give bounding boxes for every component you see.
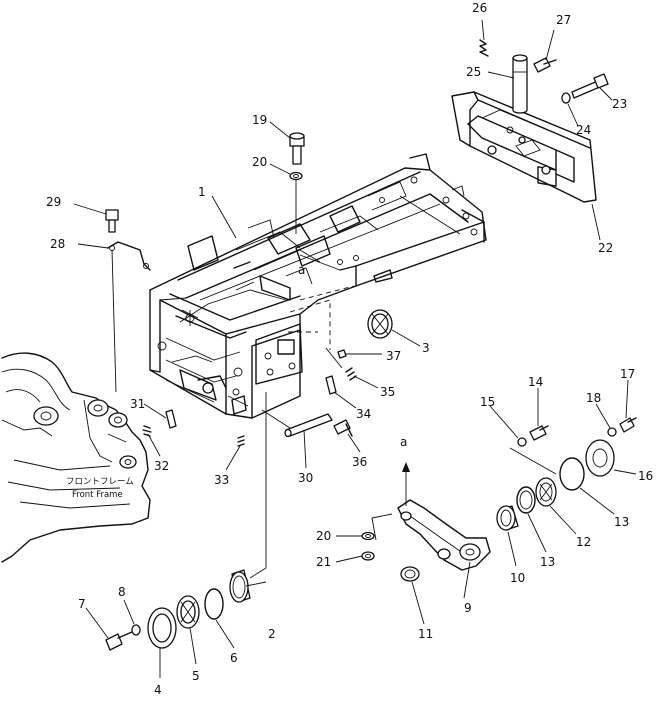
bushing-10 <box>496 505 519 531</box>
washer-20-top <box>289 171 303 181</box>
nut-21 <box>361 551 375 561</box>
callout-24: 24 <box>576 123 591 137</box>
front-frame-label-jp: フロントフレーム <box>66 477 134 487</box>
bolt-19 <box>289 132 305 165</box>
rear-frame <box>149 153 487 419</box>
washer-15 <box>517 437 527 447</box>
bearing-13-inner <box>516 486 536 514</box>
callout-8: 8 <box>118 585 126 599</box>
bolt-29 <box>105 209 119 233</box>
callout-6: 6 <box>230 651 238 665</box>
callout-32: 32 <box>154 459 169 473</box>
callout-27: 27 <box>556 13 571 27</box>
ring-6 <box>204 588 224 620</box>
callout-37: 37 <box>386 349 401 363</box>
callout-13-inner: 13 <box>540 555 555 569</box>
callout-2: 2 <box>268 627 276 641</box>
leader-pin-30-axis <box>261 409 291 429</box>
callout-25: 25 <box>466 65 481 79</box>
bolt-7 <box>105 631 133 651</box>
washer-20-bottom <box>361 531 375 541</box>
callout-13-outer: 13 <box>614 515 629 529</box>
link-9 <box>397 499 491 571</box>
bracket-28 <box>107 241 151 271</box>
leader-lines <box>73 19 637 678</box>
callout-17: 17 <box>620 367 635 381</box>
washer-8 <box>131 624 141 636</box>
leader-bushing-2-axis <box>249 567 267 579</box>
bushing-2 <box>229 569 251 603</box>
pin-34 <box>325 375 337 395</box>
callout-14: 14 <box>528 375 543 389</box>
callout-18: 18 <box>586 391 601 405</box>
spring-26 <box>479 39 489 57</box>
bearing-5 <box>176 595 200 629</box>
callout-19: 19 <box>252 113 267 127</box>
callout-34: 34 <box>356 407 371 421</box>
callout-11: 11 <box>418 627 433 641</box>
callout-20-bottom: 20 <box>316 529 331 543</box>
front-frame <box>1 352 151 563</box>
callout-7: 7 <box>78 597 86 611</box>
front-frame-label-en: Front Frame <box>72 490 123 500</box>
callout-15: 15 <box>480 395 495 409</box>
leader-pin-34-axis <box>325 347 343 369</box>
leader-link-9-pin <box>371 513 393 519</box>
reference-mark-arrow: a <box>400 435 407 449</box>
washer-24 <box>561 92 571 104</box>
spring-37 <box>337 349 347 359</box>
callout-10: 10 <box>510 571 525 585</box>
plate-16 <box>585 439 615 477</box>
ring-13-outer <box>559 457 585 491</box>
spring-35 <box>345 367 357 381</box>
callout-23: 23 <box>612 97 627 111</box>
bolt-14 <box>529 425 549 441</box>
ring-12 <box>535 477 557 507</box>
bolt-27 <box>533 57 557 73</box>
callout-21: 21 <box>316 555 331 569</box>
callout-30: 30 <box>298 471 313 485</box>
pin-36 <box>333 419 353 437</box>
callout-3: 3 <box>422 341 430 355</box>
callout-20-top: 20 <box>252 155 267 169</box>
washer-18 <box>607 427 617 437</box>
leader-bracket-28-axis <box>111 249 117 393</box>
bolt-23 <box>571 73 609 99</box>
callout-36: 36 <box>352 455 367 469</box>
callout-1: 1 <box>198 185 206 199</box>
callout-28: 28 <box>50 237 65 251</box>
pin-31 <box>165 409 177 429</box>
callout-12: 12 <box>576 535 591 549</box>
pin-25 <box>512 54 528 114</box>
leader-link-9-nut <box>371 517 377 541</box>
seal-11 <box>400 566 420 582</box>
callout-29: 29 <box>46 195 61 209</box>
callout-4: 4 <box>154 683 162 697</box>
callout-5: 5 <box>192 669 200 683</box>
callout-35: 35 <box>380 385 395 399</box>
reference-mark-frame: a <box>298 263 305 277</box>
callout-33: 33 <box>214 473 229 487</box>
seal-3 <box>367 309 393 339</box>
spring-33 <box>237 435 245 447</box>
callout-16: 16 <box>638 469 653 483</box>
bolt-17 <box>619 417 637 433</box>
callout-labels: 1 2 3 4 5 6 7 8 9 10 11 12 13 13 14 15 1… <box>46 1 653 697</box>
arrow-a <box>402 462 410 506</box>
callout-26: 26 <box>472 1 487 15</box>
callout-22: 22 <box>598 241 613 255</box>
leader-stack-axis <box>509 447 557 475</box>
callout-31: 31 <box>130 397 145 411</box>
callout-9: 9 <box>464 601 472 615</box>
seal-4 <box>147 607 177 649</box>
spring-32 <box>142 425 152 437</box>
pin-30 <box>284 413 333 438</box>
